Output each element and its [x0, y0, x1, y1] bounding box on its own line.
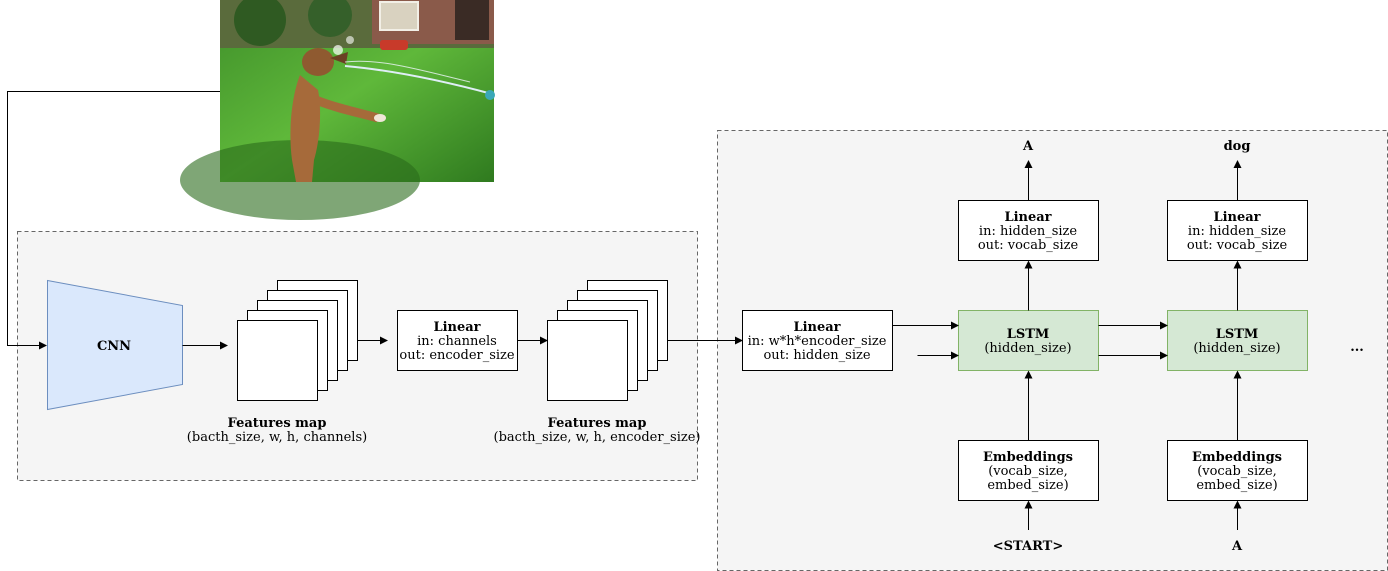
- step-2-lstm-box: [1167, 310, 1308, 371]
- continuation-ellipsis: ...: [1350, 340, 1364, 355]
- arrowhead-linear1-in: [1024, 260, 1033, 269]
- step-1-output-word: A: [1022, 139, 1034, 154]
- arrowhead-linear-in: [380, 336, 388, 345]
- features-map-2-title: Features map: [548, 416, 647, 431]
- features-map-2-shape: (bacth_size, w, h, encoder_size): [494, 430, 701, 445]
- features-map-1-stack: [237, 280, 358, 401]
- step-1-linear-title: Linear: [1004, 210, 1051, 225]
- edge-image-to-cnn: [7, 91, 220, 346]
- step-1-lstm-param: (hidden_size): [984, 341, 1071, 356]
- arrowhead-emb1-in: [1024, 500, 1033, 509]
- step-1-lstm-box: [958, 310, 1099, 371]
- arrowhead-lstm1-c-in: [951, 351, 959, 360]
- step-1-input-token: <START>: [993, 539, 1063, 554]
- step-1-linear-in: in: hidden_size: [979, 224, 1077, 239]
- step-2-embeddings-line1: (vocab_size,: [1197, 464, 1277, 479]
- cnn-block: [47, 279, 183, 411]
- step-1-lstm-title: LSTM: [1007, 327, 1050, 342]
- arrowhead-word2-in: [1233, 160, 1242, 168]
- step-2-lstm-title: LSTM: [1216, 327, 1259, 342]
- arrowhead-lstm2-h-in: [1160, 321, 1168, 330]
- step-1-linear-out: out: vocab_size: [978, 238, 1079, 253]
- arrowhead-lstm1-in: [1024, 370, 1033, 379]
- step-1-embeddings-box: [958, 440, 1099, 501]
- decoder-init-linear-title: Linear: [793, 320, 840, 335]
- features-map-2-stack: [547, 280, 668, 401]
- encoder-linear-in: in: channels: [417, 334, 497, 349]
- arrowheads: [39, 160, 1242, 509]
- step-1-embeddings-title: Embeddings: [983, 450, 1073, 465]
- step-2-output-word: dog: [1224, 139, 1251, 154]
- step-2-linear-title: Linear: [1213, 210, 1260, 225]
- decoder-init-linear-in: in: w*h*encoder_size: [748, 334, 887, 349]
- step-2-embeddings-title: Embeddings: [1192, 450, 1282, 465]
- arrowhead-linear2-in: [1233, 260, 1242, 269]
- step-2-linear-out: out: vocab_size: [1187, 238, 1288, 253]
- features-map-1-shape: (bacth_size, w, h, channels): [187, 430, 367, 445]
- arrowhead-word1-in: [1024, 160, 1033, 168]
- arrowhead-lstm2-c-in: [1160, 351, 1168, 360]
- step-2-linear-in: in: hidden_size: [1188, 224, 1286, 239]
- arrowhead-cnn-in: [39, 341, 47, 350]
- arrowhead-lstm1-h-in: [951, 321, 959, 330]
- step-2-embeddings-line2: embed_size): [1196, 478, 1277, 493]
- arrowhead-emb2-in: [1233, 500, 1242, 509]
- arrowhead-fmap1-in: [220, 341, 228, 350]
- step-2-lstm-param: (hidden_size): [1193, 341, 1280, 356]
- arrowhead-fmap2-in: [540, 336, 548, 345]
- connectors: [7, 91, 1238, 530]
- step-1-embeddings-line1: (vocab_size,: [988, 464, 1068, 479]
- step-2-linear-box: [1167, 200, 1308, 261]
- features-map-1-title: Features map: [228, 416, 327, 431]
- input-image: [180, 0, 495, 220]
- step-2-input-token: A: [1231, 539, 1243, 554]
- arrowhead-init-linear-in: [735, 336, 743, 345]
- encoder-linear-box: [397, 310, 518, 371]
- arrowhead-lstm2-in: [1233, 370, 1242, 379]
- encoder-linear-out: out: encoder_size: [399, 348, 515, 363]
- step-1-linear-box: [958, 200, 1099, 261]
- step-2-embeddings-box: [1167, 440, 1308, 501]
- decoder-init-linear-out: out: hidden_size: [763, 348, 870, 363]
- decoder-init-linear-box: [742, 310, 893, 371]
- cnn-label: CNN: [97, 339, 131, 354]
- step-1-embeddings-line2: embed_size): [987, 478, 1068, 493]
- encoder-linear-title: Linear: [433, 320, 480, 335]
